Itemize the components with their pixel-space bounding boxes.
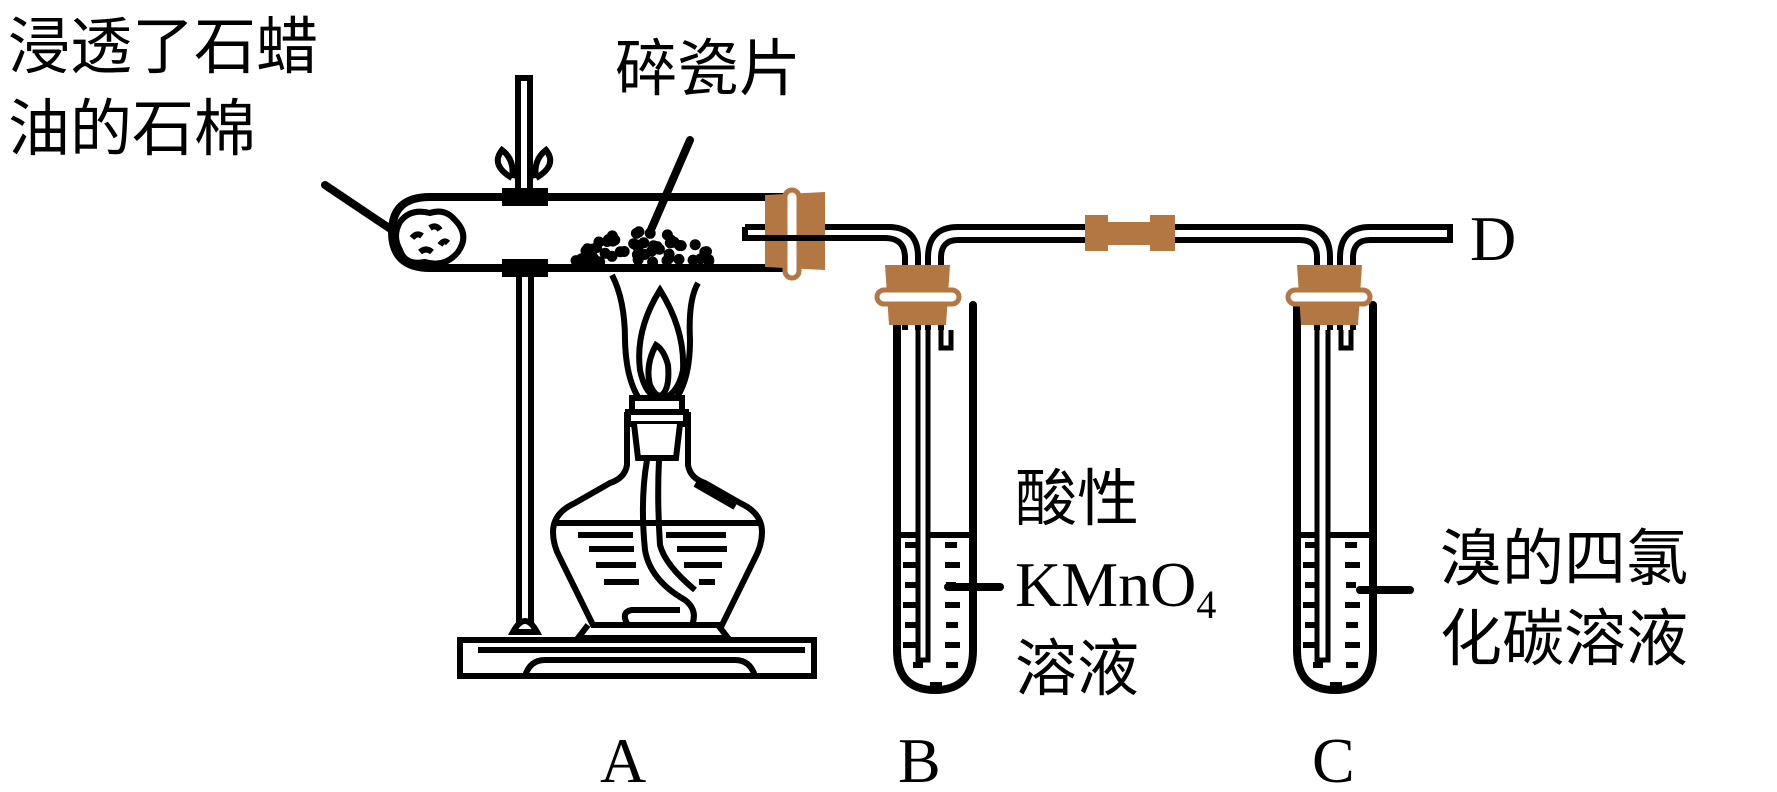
porcelain-chip: [661, 229, 673, 241]
porcelain-chip: [614, 246, 626, 258]
porcelain-chip: [601, 236, 613, 247]
kmno4-formula: KMnO: [1015, 549, 1196, 620]
porcelain-chip: [647, 256, 659, 268]
porcelain-pile-icon: [570, 226, 715, 269]
liquid-dashes-b: [903, 542, 960, 688]
label-asbestos-line2: 油的石棉: [8, 92, 256, 165]
porcelain-chip: [689, 239, 701, 251]
iron-stand-icon: [457, 75, 817, 679]
label-bromine-line1: 溴的四氯: [1440, 522, 1688, 595]
leader-porcelain: [646, 136, 694, 236]
label-porcelain: 碎瓷片: [615, 32, 801, 105]
kmno4-subscript: 4: [1196, 582, 1216, 627]
label-asbestos-line1: 浸透了石蜡: [8, 10, 318, 83]
glass-tubing-icon: [742, 224, 1453, 330]
porcelain-chip: [632, 254, 644, 266]
porcelain-chip: [587, 243, 598, 255]
liquid-dashes-c: [1303, 542, 1360, 688]
porcelain-chip: [632, 241, 644, 253]
test-tube-b-icon: [874, 265, 977, 694]
label-kmno4-line1: 酸性: [1015, 462, 1139, 535]
rubber-connector-icon: [1085, 215, 1175, 251]
label-kmno4-line3: 溶液: [1015, 632, 1139, 705]
porcelain-chip: [599, 247, 611, 259]
label-kmno4-line2: KMnO4: [1015, 549, 1216, 627]
leader-asbestos: [321, 181, 399, 236]
porcelain-chip: [593, 256, 605, 268]
reaction-tube-icon: [388, 187, 825, 281]
label-outlet-d: D: [1470, 203, 1516, 274]
porcelain-chip: [633, 226, 645, 238]
label-apparatus-a: A: [600, 725, 646, 792]
porcelain-chip: [644, 227, 656, 239]
porcelain-chip: [663, 248, 675, 260]
asbestos-wad-icon: [393, 208, 467, 267]
porcelain-chip: [572, 256, 584, 268]
porcelain-chip: [687, 254, 699, 266]
porcelain-chip: [651, 241, 663, 253]
label-apparatus-c: C: [1312, 725, 1355, 792]
porcelain-chip: [668, 236, 680, 248]
porcelain-chip: [581, 257, 592, 269]
label-bromine-line2: 化碳溶液: [1440, 602, 1688, 675]
porcelain-chip: [673, 253, 685, 265]
flame-inner-icon: [645, 340, 672, 399]
test-tube-c-icon: [1285, 265, 1377, 694]
label-apparatus-b: B: [898, 725, 941, 792]
alcohol-lamp-icon: [549, 273, 766, 641]
